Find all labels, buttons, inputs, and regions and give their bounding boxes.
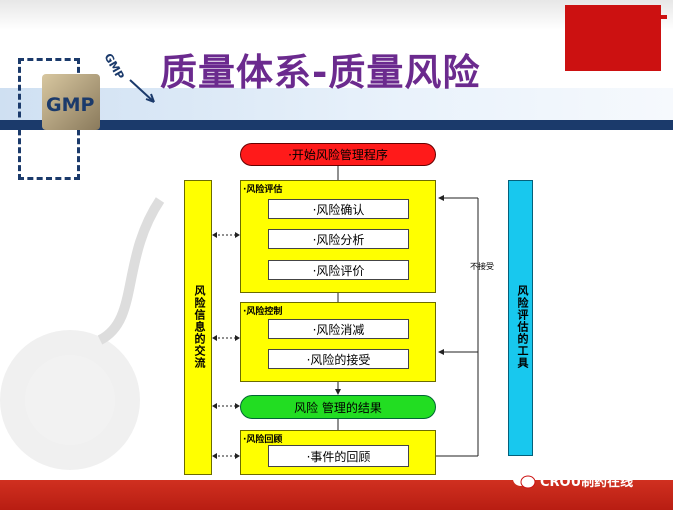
top-fade-band — [0, 0, 673, 30]
result-label: 风险 管理的结果 — [294, 400, 382, 415]
step-risk-reduction-label: ·风险消减 — [312, 322, 365, 337]
result-box: 风险 管理的结果 — [240, 395, 436, 419]
corner-red-box — [565, 5, 661, 71]
right-bar-label: 风险评估的工具 — [516, 285, 529, 369]
dark-blue-band — [0, 120, 673, 130]
risk-review-label: ·风险回顾 — [243, 435, 283, 445]
step-risk-identification-label: ·风险确认 — [312, 202, 365, 217]
arrow-icon — [129, 79, 155, 103]
right-bar: 风险评估的工具 — [508, 180, 533, 456]
gmp-logo: GMP — [42, 74, 100, 130]
risk-control-group: ·风险控制 — [240, 302, 436, 382]
light-blue-band — [0, 88, 673, 120]
stethoscope-decoration — [0, 197, 165, 470]
not-accept-label: 不接受 — [470, 262, 494, 271]
step-risk-acceptance: ·风险的接受 — [268, 349, 409, 369]
gmp-logo-text: GMP — [46, 94, 95, 116]
bottom-red-band — [0, 480, 673, 510]
left-bar: 风险信息的交流 — [184, 180, 212, 475]
step-risk-acceptance-label: ·风险的接受 — [306, 352, 371, 367]
watermark: CROU制药在线 — [512, 470, 633, 490]
wechat-icon — [513, 472, 536, 489]
watermark-text: CROU制药在线 — [540, 474, 634, 490]
step-risk-reduction: ·风险消减 — [268, 319, 409, 339]
start-box: ·开始风险管理程序 — [240, 143, 436, 166]
step-event-review: ·事件的回顾 — [268, 445, 409, 467]
start-label: ·开始风险管理程序 — [288, 148, 388, 162]
step-risk-identification: ·风险确认 — [268, 199, 409, 219]
step-risk-analysis: ·风险分析 — [268, 229, 409, 249]
step-risk-evaluation-label: ·风险评价 — [312, 263, 365, 278]
page-title: 质量体系-质量风险 — [160, 51, 481, 94]
risk-assessment-label: ·风险评估 — [243, 185, 283, 195]
risk-control-label: ·风险控制 — [243, 307, 283, 317]
left-bar-label: 风险信息的交流 — [193, 285, 206, 369]
step-event-review-label: ·事件的回顾 — [306, 449, 371, 464]
step-risk-analysis-label: ·风险分析 — [312, 232, 365, 247]
step-risk-evaluation: ·风险评价 — [268, 260, 409, 280]
corner-red-accent — [661, 15, 667, 19]
